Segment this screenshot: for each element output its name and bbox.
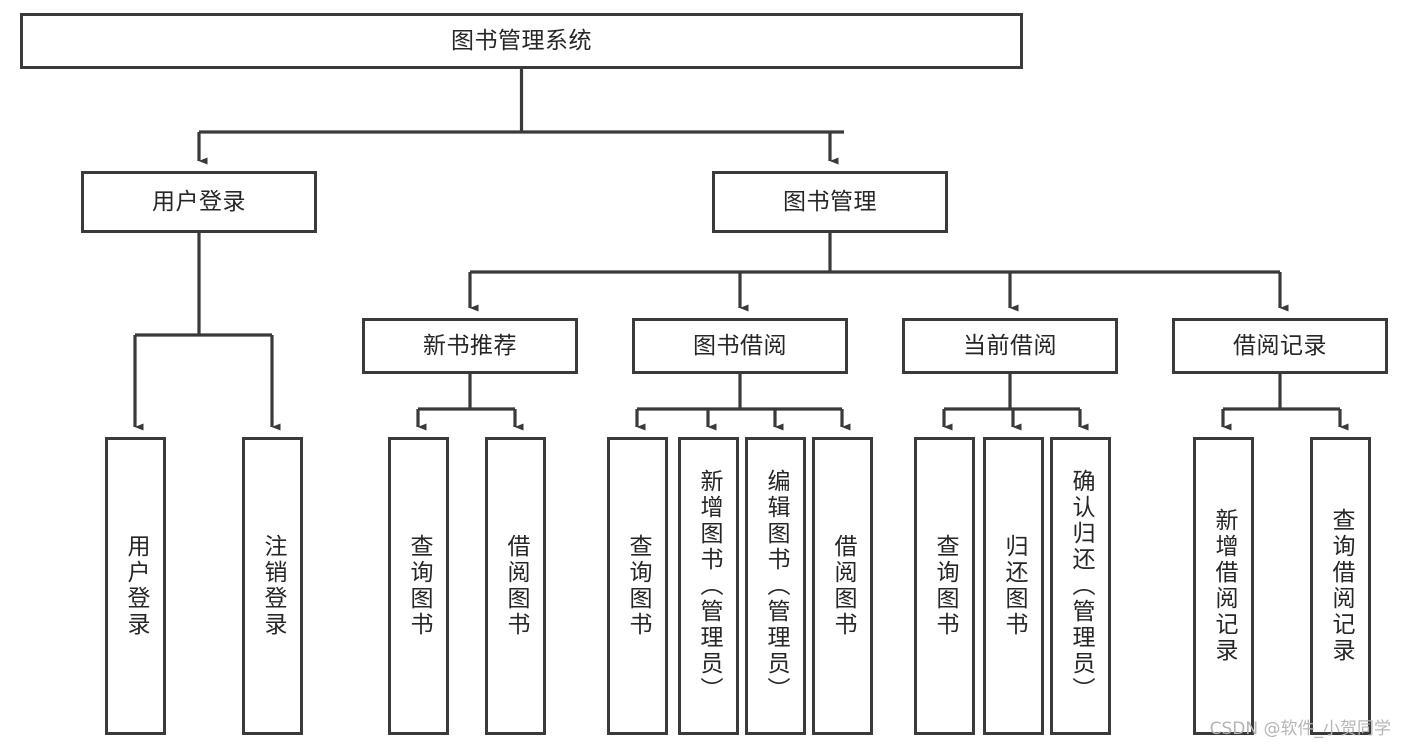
- node-leaf-user-login[interactable]: 用户登录: [105, 437, 166, 735]
- node-leaf-query-books-new-label: 查询图书: [406, 534, 432, 638]
- node-leaf-query-books-new[interactable]: 查询图书: [388, 437, 449, 735]
- node-leaf-query-books-current[interactable]: 查询图书: [914, 437, 975, 735]
- node-leaf-add-borrow-record[interactable]: 新增借阅记录: [1193, 437, 1254, 735]
- node-leaf-borrow-books-new-label: 借阅图书: [503, 534, 529, 638]
- node-leaf-edit-book-admin-label: 编辑图书（管理员）: [763, 469, 789, 703]
- node-borrow-record-label: 借阅记录: [1233, 332, 1327, 359]
- node-root-label: 图书管理系统: [451, 27, 592, 54]
- node-leaf-borrow-books-label: 借阅图书: [830, 534, 856, 638]
- node-current-borrow-label: 当前借阅: [963, 332, 1057, 359]
- node-leaf-user-logout-label: 注销登录: [260, 534, 286, 638]
- node-borrow-record[interactable]: 借阅记录: [1172, 318, 1388, 374]
- node-leaf-query-books-current-label: 查询图书: [932, 534, 958, 638]
- node-current-borrow[interactable]: 当前借阅: [902, 318, 1118, 374]
- node-book-management[interactable]: 图书管理: [712, 171, 948, 233]
- node-new-book-recommend-label: 新书推荐: [423, 332, 517, 359]
- node-leaf-user-logout[interactable]: 注销登录: [242, 437, 303, 735]
- node-root[interactable]: 图书管理系统: [20, 13, 1023, 69]
- node-leaf-query-books-borrow[interactable]: 查询图书: [607, 437, 668, 735]
- node-book-borrow[interactable]: 图书借阅: [632, 318, 848, 374]
- node-leaf-return-books[interactable]: 归还图书: [983, 437, 1044, 735]
- node-new-book-recommend[interactable]: 新书推荐: [362, 318, 578, 374]
- node-leaf-confirm-return-admin-label: 确认归还（管理员）: [1068, 469, 1094, 703]
- node-leaf-return-books-label: 归还图书: [1001, 534, 1027, 638]
- node-book-management-label: 图书管理: [783, 188, 877, 215]
- node-leaf-add-book-admin[interactable]: 新增图书（管理员）: [678, 437, 739, 735]
- node-book-borrow-label: 图书借阅: [693, 332, 787, 359]
- node-leaf-query-borrow-record[interactable]: 查询借阅记录: [1310, 437, 1371, 735]
- node-user-login-label: 用户登录: [152, 188, 246, 215]
- node-leaf-query-books-borrow-label: 查询图书: [625, 534, 651, 638]
- node-leaf-add-borrow-record-label: 新增借阅记录: [1211, 508, 1237, 664]
- node-leaf-add-book-admin-label: 新增图书（管理员）: [696, 469, 722, 703]
- node-user-login[interactable]: 用户登录: [81, 171, 317, 233]
- node-leaf-user-login-label: 用户登录: [123, 534, 149, 638]
- node-leaf-query-borrow-record-label: 查询借阅记录: [1328, 508, 1354, 664]
- node-leaf-borrow-books[interactable]: 借阅图书: [812, 437, 873, 735]
- node-leaf-edit-book-admin[interactable]: 编辑图书（管理员）: [745, 437, 806, 735]
- node-leaf-confirm-return-admin[interactable]: 确认归还（管理员）: [1050, 437, 1111, 735]
- node-leaf-borrow-books-new[interactable]: 借阅图书: [485, 437, 546, 735]
